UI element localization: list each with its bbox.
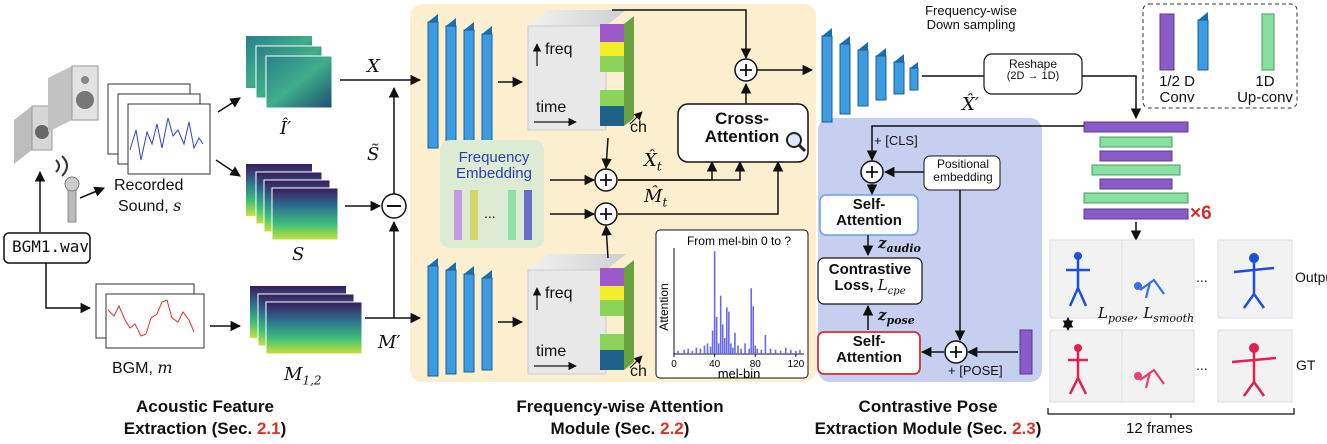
symbol-m12: M1,2 [284,364,322,388]
recorded-sound-label: Recorded [114,177,184,194]
section-title-extraction: Acoustic Feature Extraction (Sec. 2.1) [123,397,287,438]
microphone-icon [64,176,80,223]
self-attention-audio-label: Self-Attention [836,196,902,229]
attention-chart-frame [655,229,809,379]
symbol-m-prime: M′ [378,332,401,353]
symbol-i-hat: Î′ [280,118,292,139]
gt-pose-frames [1049,329,1293,403]
recorded-sound-waveforms [107,83,211,175]
pose-token-label: + [POSE] [948,363,1003,378]
section-title-attention: Frequency-wise Attention Module (Sec. 2.… [516,397,724,438]
reshape-box [983,53,1083,95]
chart-x-tick-label: 80 [750,359,762,370]
symbol-s: S [292,244,305,265]
time-axis-label-top: time [536,99,567,116]
downsampling-conv-stack [821,28,919,123]
output-label: Output [1295,269,1327,285]
freq-axis-label-bottom: freq [545,285,573,302]
chart-x-tick-label: 40 [709,359,721,370]
freq-axis-label-top: freq [545,41,573,58]
section-title-pose: Contrastive Pose Extraction Module (Sec.… [814,397,1042,438]
symbol-x: X [367,56,380,77]
magnifier-icon [786,132,807,153]
spectrogram-stack-S [246,164,339,241]
time-axis-label-bottom: time [536,343,567,360]
chart-x-label: mel-bin [718,366,761,381]
cross-attention-box [677,103,809,163]
conv-stack-top [427,14,493,149]
symbol-x-prime: X̂′ [962,94,979,115]
ch-axis-label-bottom: ch [630,363,647,380]
output-pose-frames [1049,239,1293,319]
repeat-label: ×6 [1190,203,1212,224]
bgm-file-box [3,232,91,264]
bgm-waveform [95,283,205,349]
embedding-ellipsis: ... [484,205,496,221]
spectrogram-stack-M [250,286,363,355]
chart-x-tick-label: 120 [788,359,805,370]
cls-token-label: + [CLS] [874,133,918,148]
bgm-file-label: BGM1.wav [12,237,90,256]
z-audio-label: zaudio [878,234,921,255]
contrastive-loss-label: Contrastive Loss, Lcpe [828,261,912,297]
ch-axis-label-top: ch [630,119,647,136]
self-attention-audio-box [819,194,919,236]
bgm-label: BGM, m [112,358,173,377]
z-pose-label: zpose [878,306,915,327]
chart-y-label: Attention [657,283,671,330]
recorded-sound-label-2: Sound, s [118,196,182,215]
self-attention-pose-label: Self-Attention [836,333,902,366]
reshape-label: Reshape(2D → 1D) [1006,57,1060,82]
gt-label: GT [1296,357,1316,373]
symbol-m-t: M̂t [644,186,668,210]
chart-x-tick-label: 0 [671,359,677,370]
attention-chart: 0 40 80 120 From mel-bin 0 to ? mel-bin Attent… [657,234,805,381]
feature-cube-top [527,10,634,131]
gt-ellipsis: ... [1196,357,1208,373]
decoder-stack [1083,121,1189,220]
symbol-x-t: X̂t [644,150,662,174]
cross-attention-label: Cross-Attention [704,109,780,146]
frames-label: 12 frames [1126,420,1193,437]
self-attention-pose-box [817,331,921,375]
output-ellipsis: ... [1196,269,1208,285]
contrastive-loss-box [817,257,923,305]
positional-embedding-box [923,155,1001,191]
conv-stack-bottom [427,258,493,377]
chart-title: From mel-bin 0 to ? [687,234,791,248]
legend-box [1142,3,1298,109]
spectrogram-stack-I [246,36,333,109]
speaker-icon [14,65,99,164]
symbol-s-tilde: S̃ [367,144,380,165]
frequency-embedding-box [440,140,544,248]
pose-loss-label: Lpose, Lsmooth [1098,304,1195,325]
